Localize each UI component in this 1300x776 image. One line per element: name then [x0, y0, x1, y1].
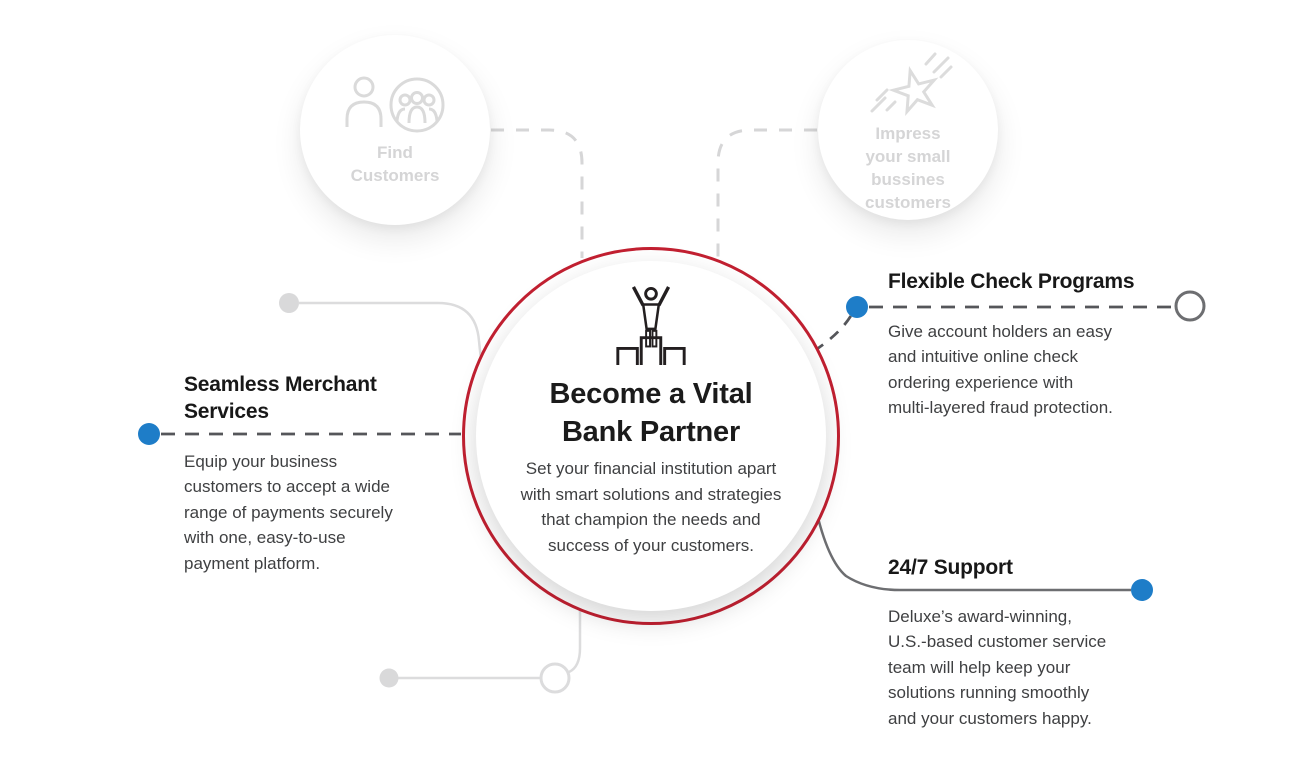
connector-support-solid	[813, 504, 1153, 601]
connector-merchant-dashed	[138, 423, 461, 445]
blue-dot	[1131, 579, 1153, 601]
connector-checks-dashed	[813, 290, 1206, 353]
check-programs-description: Give account holders an easy and intuiti…	[888, 322, 1113, 418]
gray-dot	[379, 668, 399, 688]
node-impress-customers-label: Impress your small bussines customers	[865, 124, 951, 212]
open-circle-endpoint	[539, 662, 571, 694]
connector-find-customers-dashed	[491, 128, 584, 258]
support-title: 24/7 Support	[888, 556, 1013, 579]
merchant-services-description: Equip your business customers to accept …	[184, 452, 393, 573]
center-circle: Become a Vital Bank Partner Set your fin…	[476, 261, 826, 611]
check-programs-title: Flexible Check Programs	[888, 270, 1135, 293]
center-circle-ring: Become a Vital Bank Partner Set your fin…	[462, 247, 840, 625]
connector-impress-dashed	[716, 128, 817, 257]
center-title: Become a Vital Bank Partner	[549, 378, 753, 448]
center-description: Set your financial institution apart wit…	[520, 459, 782, 555]
shooting-star-icon	[870, 52, 953, 116]
winner-podium-icon	[616, 286, 686, 365]
gray-dot	[279, 293, 299, 313]
support-description: Deluxe’s award-winning, U.S.-based custo…	[888, 607, 1107, 728]
person-and-group-icon	[345, 76, 445, 133]
blue-dot	[138, 423, 160, 445]
connector-bottom-light	[379, 606, 582, 694]
node-find-customers-label: Find Customers	[350, 143, 440, 185]
node-find-customers: Find Customers	[300, 35, 490, 225]
blue-dot	[846, 296, 868, 318]
connector-upper-left-light	[279, 293, 483, 361]
open-circle-endpoint	[1174, 290, 1206, 322]
merchant-services-title: Seamless Merchant Services	[184, 373, 377, 423]
node-impress-customers: Impress your small bussines customers	[818, 40, 998, 220]
